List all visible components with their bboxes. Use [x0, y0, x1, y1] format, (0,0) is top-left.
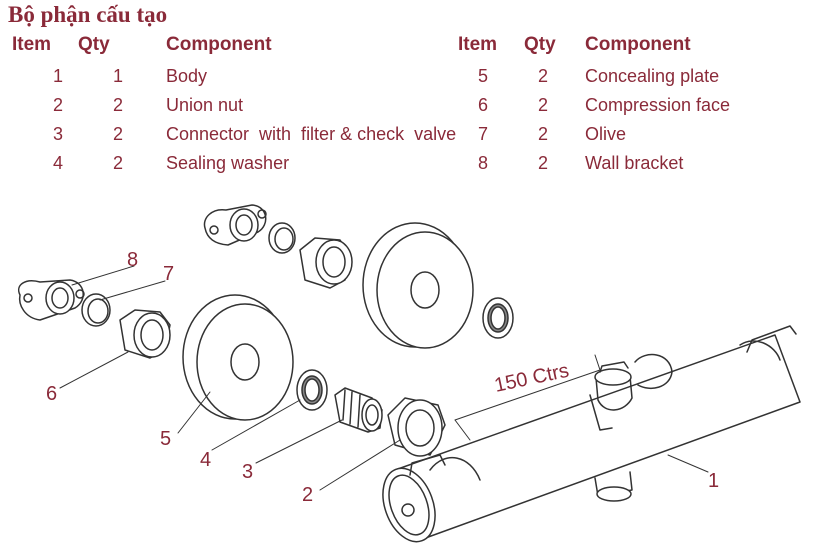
upper-compression-face: [299, 237, 353, 289]
header-qty-left: Qty: [78, 34, 110, 55]
header-item-right: Item: [458, 34, 498, 55]
row-item: 7: [477, 124, 488, 144]
row-item: 6: [477, 95, 488, 115]
body-part: [382, 325, 801, 543]
row-item: 1: [52, 66, 63, 86]
row-qty: 2: [112, 124, 123, 144]
wall-bracket-part: [18, 279, 85, 321]
callout-7: 7: [163, 263, 174, 285]
row-qty: 2: [537, 95, 548, 115]
callout-3: 3: [242, 461, 253, 483]
callout-6: 6: [46, 383, 57, 405]
row-item: 8: [477, 153, 488, 173]
upper-olive: [268, 222, 296, 254]
header-qty-right: Qty: [524, 34, 556, 55]
row-item: 4: [52, 153, 63, 173]
row-component: Olive: [585, 124, 627, 144]
row-qty: 2: [112, 95, 123, 115]
row-qty: 2: [537, 66, 548, 86]
page-title: Bộ phận cấu tạo: [8, 2, 168, 27]
callout-1: 1: [708, 470, 719, 492]
callout-8: 8: [127, 249, 138, 271]
olive-part: [81, 293, 111, 327]
sealing-washer-part: [296, 369, 328, 411]
callout-2: 2: [302, 484, 313, 506]
dimension-lines: [454, 354, 601, 441]
row-qty: 1: [112, 66, 123, 86]
callout-5: 5: [160, 428, 171, 450]
compression-face-part: [119, 309, 171, 359]
upper-wall-bracket: [203, 204, 267, 246]
upper-concealing-plate: [362, 222, 474, 349]
row-qty: 2: [112, 153, 123, 173]
connector-part: [334, 387, 383, 433]
row-item: 2: [52, 95, 63, 115]
row-component: Sealing washer: [166, 153, 290, 173]
row-component: Concealing plate: [585, 66, 720, 86]
row-component: Body: [166, 66, 208, 86]
union-nut-part: [387, 397, 446, 457]
header-component-left: Component: [166, 34, 272, 55]
leader-lines: [59, 265, 709, 491]
header-item-left: Item: [12, 34, 52, 55]
row-component: Connector with filter & check valve: [166, 124, 457, 144]
row-component: Compression face: [585, 95, 731, 115]
row-item: 3: [52, 124, 63, 144]
upper-sealing-washer: [482, 297, 514, 339]
callout-4: 4: [200, 449, 211, 471]
dimension-label: 150 Ctrs: [492, 360, 571, 397]
concealing-plate-part: [182, 294, 294, 421]
row-item: 5: [477, 66, 488, 86]
row-component: Wall bracket: [585, 153, 684, 173]
header-component-right: Component: [585, 34, 691, 55]
row-qty: 2: [537, 153, 548, 173]
row-qty: 2: [537, 124, 548, 144]
row-component: Union nut: [166, 95, 244, 115]
